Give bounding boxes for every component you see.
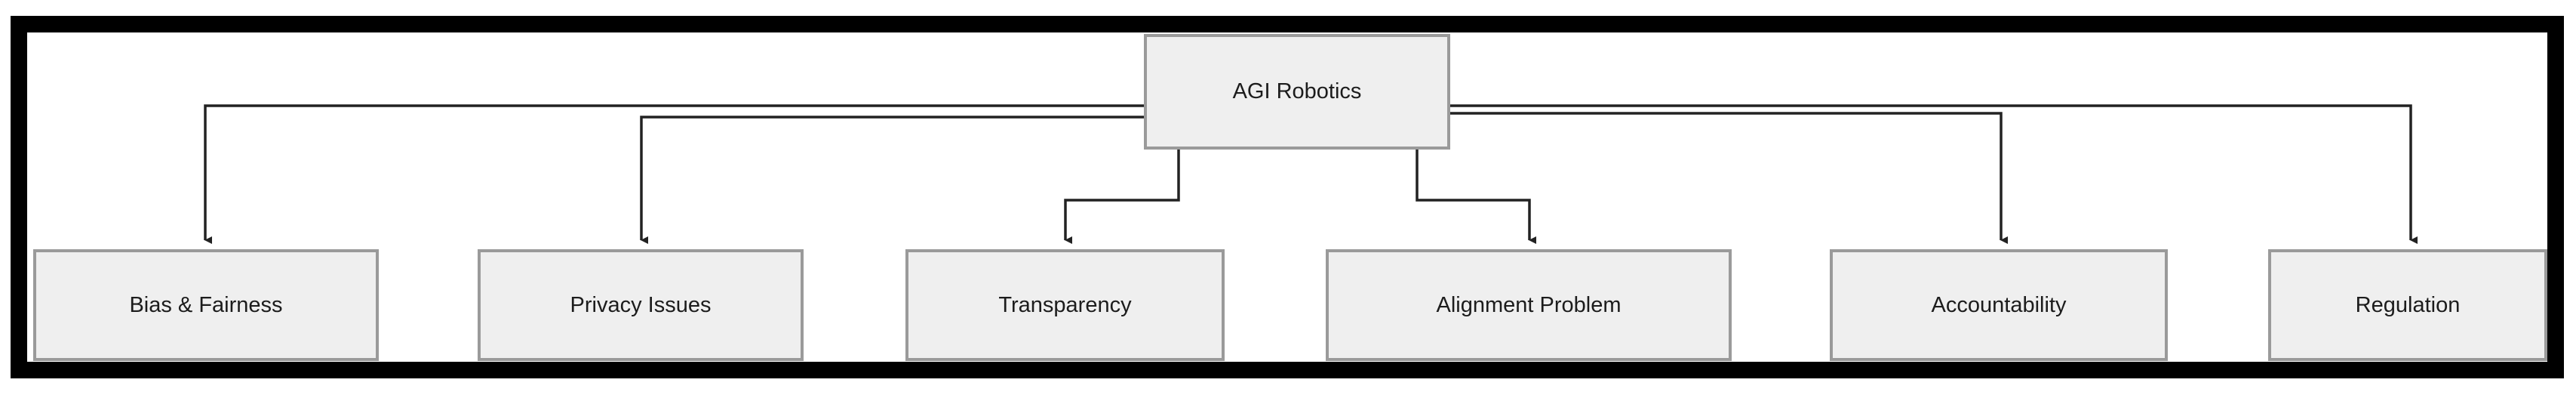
child-node-privacy-issues: Privacy Issues [478,249,804,361]
child-node-bias-fairness: Bias & Fairness [33,249,379,361]
child-node-alignment-problem: Alignment Problem [1326,249,1732,361]
root-node: AGI Robotics [1144,34,1450,150]
child-node-transparency: Transparency [905,249,1225,361]
root-node-label: AGI Robotics [1232,79,1362,103]
child-node-label: Privacy Issues [570,292,712,317]
child-node-label: Alignment Problem [1436,292,1622,317]
child-node-regulation: Regulation [2268,249,2547,361]
child-node-label: Transparency [998,292,1132,317]
child-node-label: Accountability [1931,292,2067,317]
child-node-accountability: Accountability [1830,249,2168,361]
child-node-label: Bias & Fairness [129,292,283,317]
child-node-label: Regulation [2355,292,2461,317]
